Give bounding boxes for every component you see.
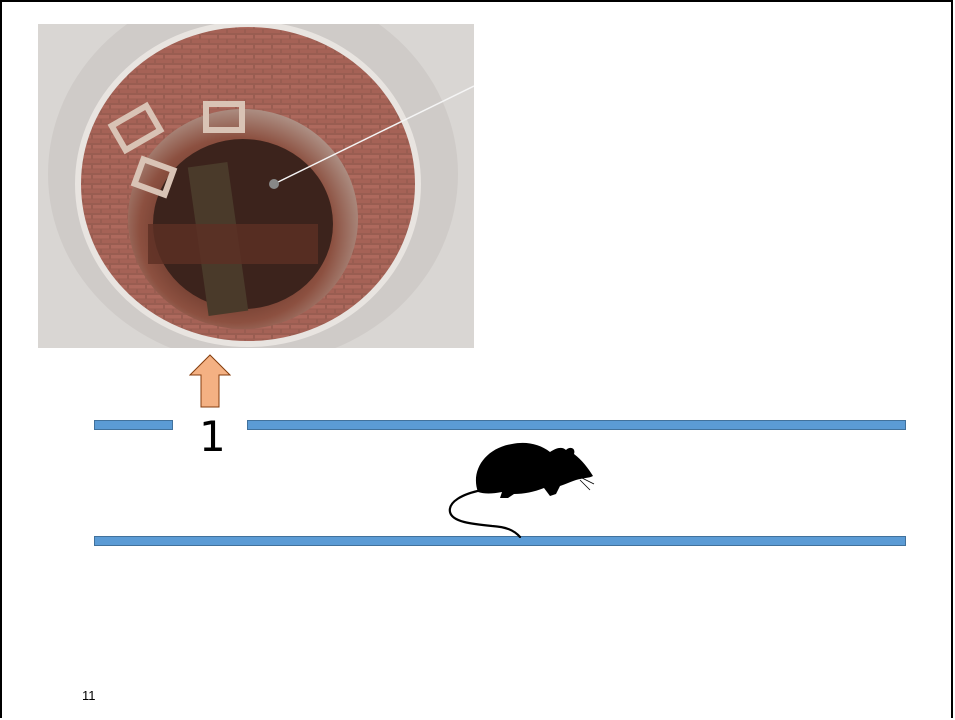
opening-label: 1 (199, 412, 226, 462)
manhole-photo (38, 24, 474, 348)
pipe-top-left-segment (94, 420, 173, 430)
up-arrow-icon (189, 354, 231, 408)
pipe-top-right-segment (247, 420, 906, 430)
rat-silhouette-icon (442, 438, 597, 538)
page-number: 11 (82, 688, 96, 703)
